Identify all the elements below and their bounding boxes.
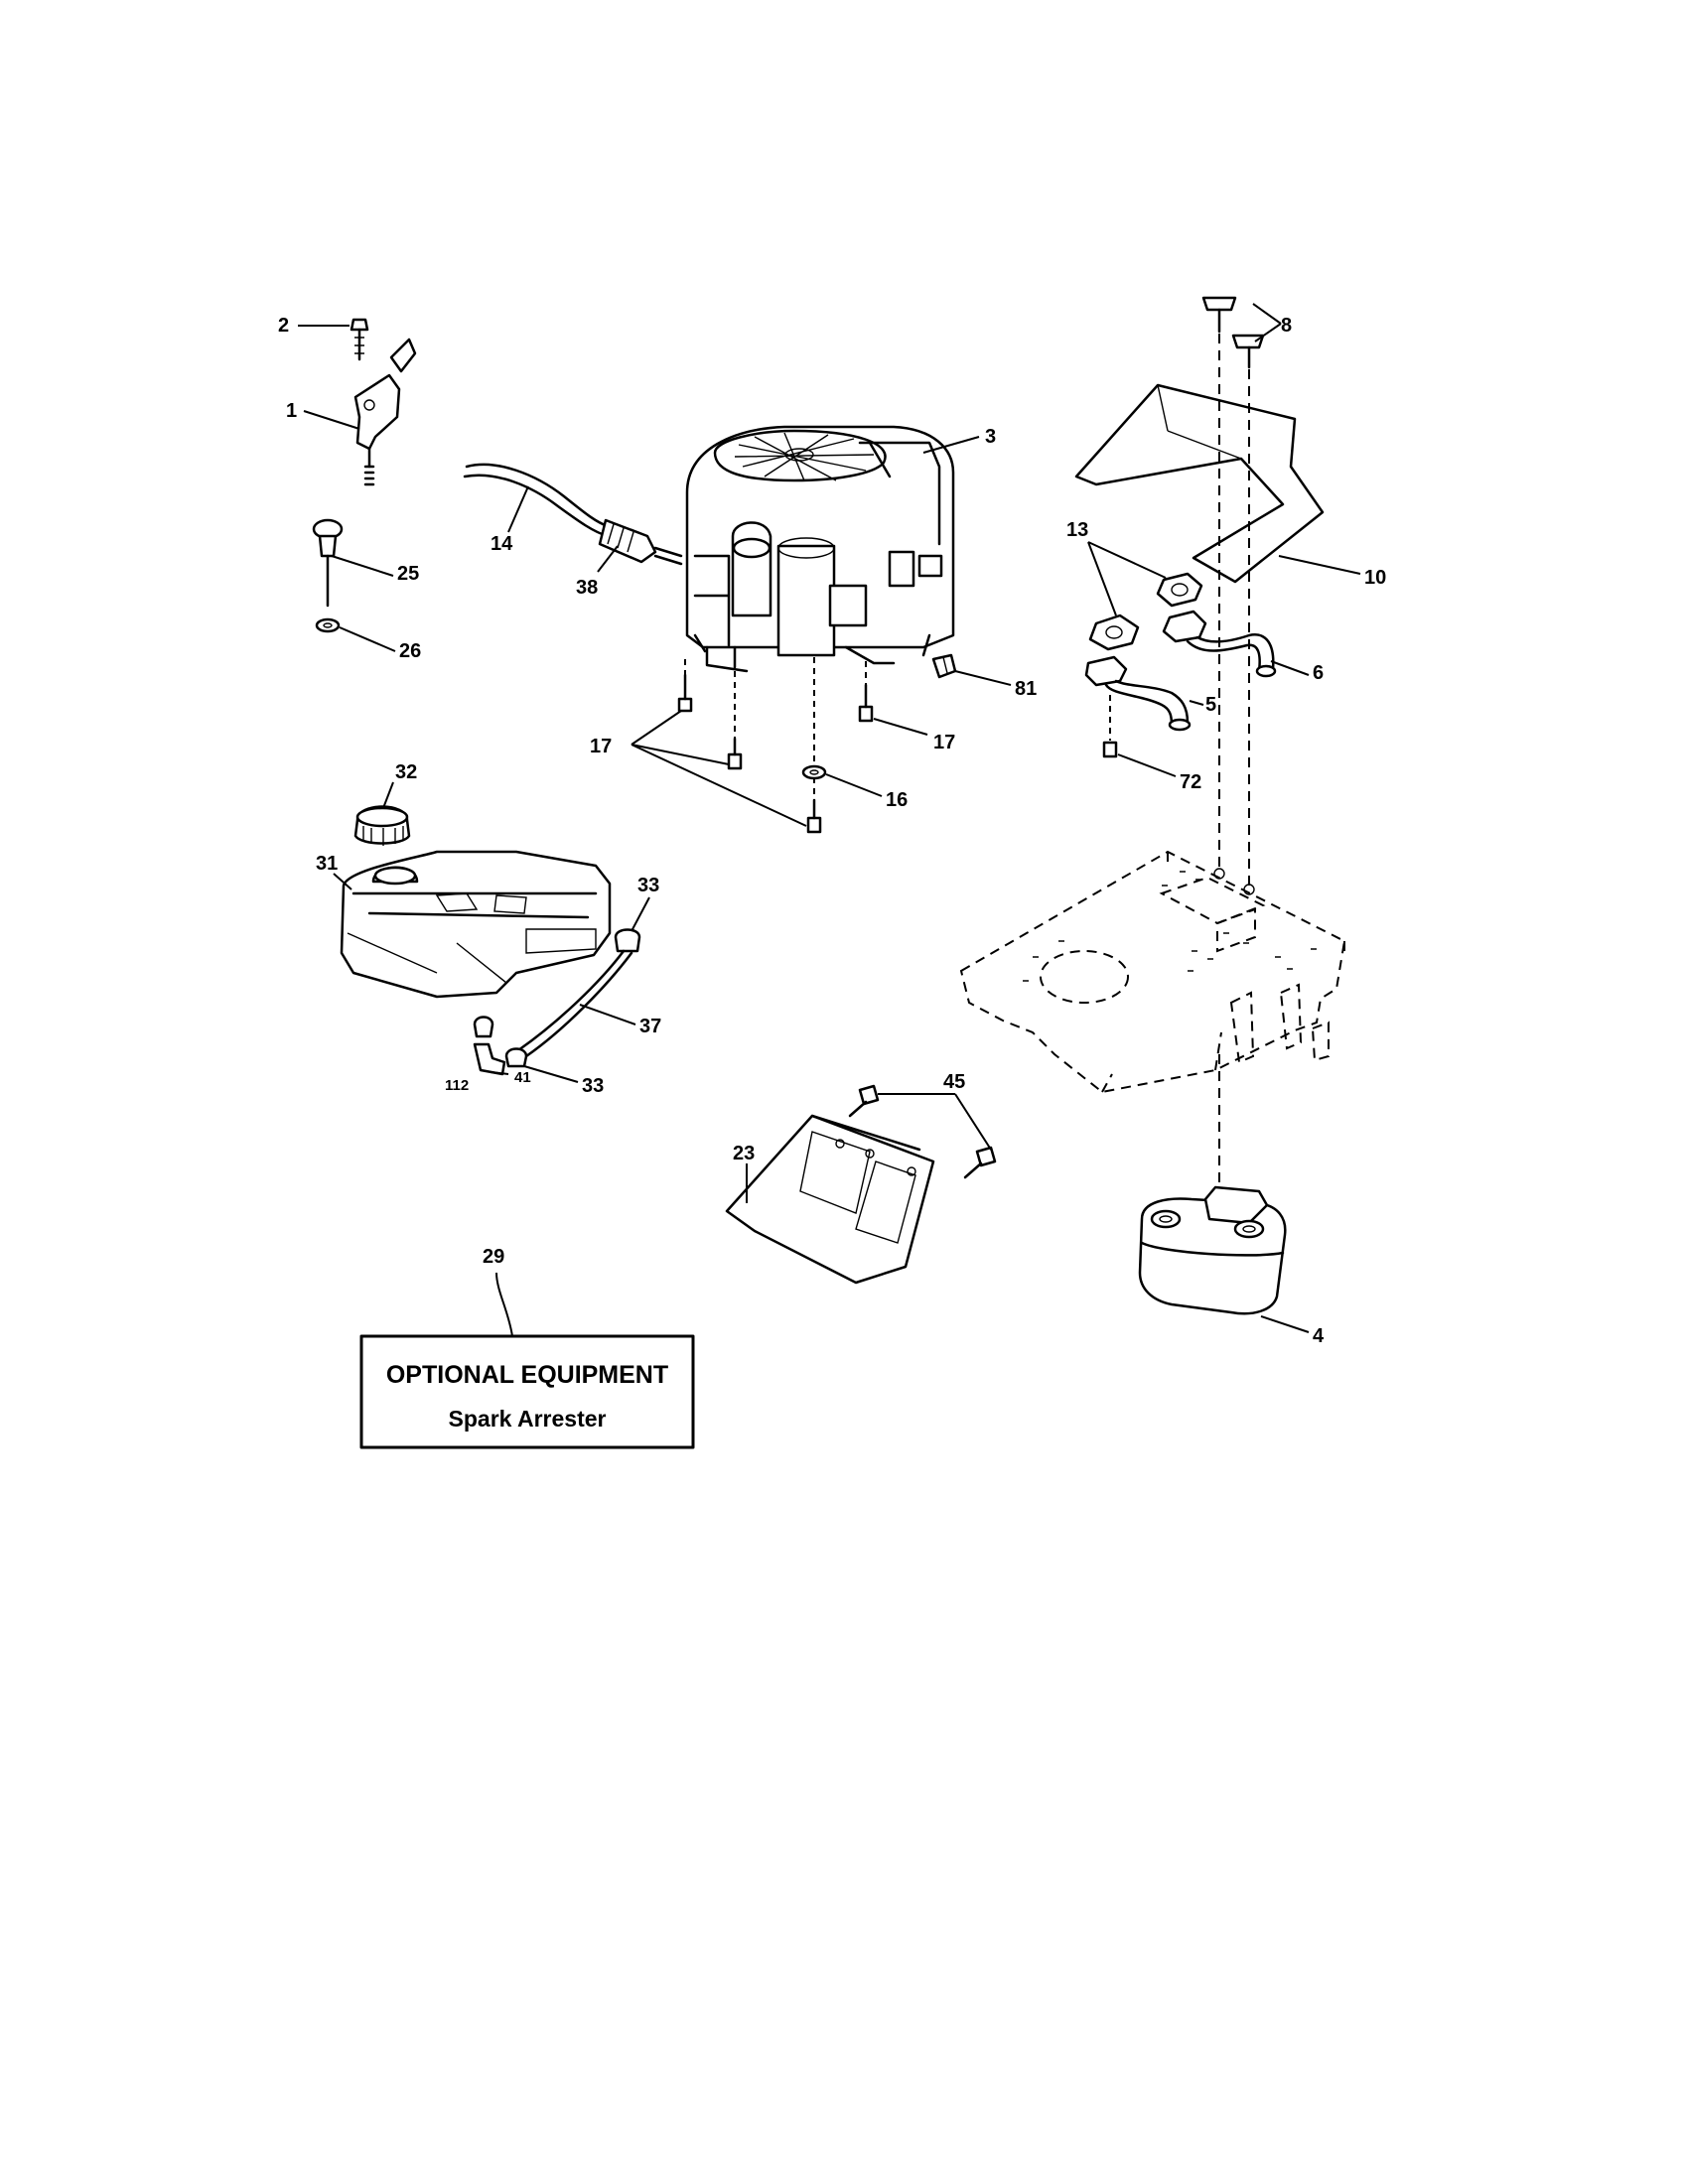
callout-16: 16 xyxy=(886,789,908,811)
leader-5 xyxy=(1189,700,1204,706)
leader-38 xyxy=(597,545,619,573)
gaskets-13 xyxy=(1088,572,1203,651)
callout-31: 31 xyxy=(316,853,338,875)
leader-6 xyxy=(1270,660,1310,676)
engine-bolts-17 xyxy=(677,657,874,834)
callout-17-right: 17 xyxy=(933,732,955,753)
callout-72: 72 xyxy=(1180,771,1201,793)
exhaust-pipe-6 xyxy=(1162,610,1277,678)
leader-10 xyxy=(1278,555,1361,575)
clamp-33-upper xyxy=(614,928,641,953)
leader-33-upper xyxy=(631,896,650,932)
washer-16 xyxy=(801,764,827,780)
callout-112: 112 xyxy=(445,1077,469,1094)
callout-8: 8 xyxy=(1281,315,1292,337)
clamp-33-lower xyxy=(504,1047,528,1068)
callout-37: 37 xyxy=(639,1016,661,1037)
leader-16 xyxy=(825,773,883,797)
fuel-cap-32 xyxy=(353,805,411,846)
callout-4: 4 xyxy=(1313,1325,1325,1347)
leader-41 xyxy=(490,1071,509,1075)
bolts-8 xyxy=(1201,296,1265,369)
leader-26 xyxy=(339,626,396,652)
dipstick-25 xyxy=(312,518,344,608)
exhaust-pipe-5 xyxy=(1084,655,1192,732)
leader-1 xyxy=(303,410,360,430)
fuel-line-14 xyxy=(463,463,610,538)
callout-33-upper: 33 xyxy=(637,875,659,896)
bolt-81 xyxy=(931,653,957,679)
fitting-112 xyxy=(473,1016,494,1038)
leader-81 xyxy=(954,670,1012,686)
leader-29 xyxy=(495,1272,513,1337)
callout-14: 14 xyxy=(491,533,513,555)
leader-13 xyxy=(1087,541,1167,616)
leader-4 xyxy=(1260,1315,1310,1333)
optional-equipment-box: OPTIONAL EQUIPMENT Spark Arrester xyxy=(359,1334,695,1449)
spark-arrester-label: Spark Arrester xyxy=(449,1406,607,1432)
callout-3: 3 xyxy=(985,426,996,448)
leader-3 xyxy=(922,436,980,454)
heat-shield-10 xyxy=(1074,383,1325,584)
callout-5: 5 xyxy=(1205,694,1216,716)
throttle-control-bracket xyxy=(353,338,417,486)
engine-3 xyxy=(685,425,955,673)
elbow-41 xyxy=(473,1042,506,1076)
washer-26 xyxy=(315,617,341,633)
screw-72 xyxy=(1102,695,1118,758)
leader-8 xyxy=(1252,303,1282,342)
callout-1: 1 xyxy=(286,400,297,422)
leader-17-left xyxy=(631,710,807,827)
callout-38: 38 xyxy=(576,577,598,599)
bolts-45 xyxy=(848,1084,997,1179)
callout-41: 41 xyxy=(514,1069,531,1086)
callout-17-left: 17 xyxy=(590,736,612,757)
leader-33-lower xyxy=(523,1065,579,1083)
callout-26: 26 xyxy=(399,640,421,662)
leader-31 xyxy=(333,873,352,890)
callout-81: 81 xyxy=(1015,678,1037,700)
optional-equipment-title: OPTIONAL EQUIPMENT xyxy=(386,1361,668,1389)
callout-10: 10 xyxy=(1364,567,1386,589)
screw-2 xyxy=(350,318,369,361)
fuel-tank-31 xyxy=(340,850,612,999)
callout-6: 6 xyxy=(1313,662,1324,684)
shield-plate-23 xyxy=(725,1114,935,1285)
callout-2: 2 xyxy=(278,315,289,337)
leader-32 xyxy=(382,781,394,809)
chassis-outline xyxy=(959,850,1346,1094)
callout-33-lower: 33 xyxy=(582,1075,604,1097)
callout-45: 45 xyxy=(943,1071,965,1093)
fuel-filter-38 xyxy=(598,518,683,566)
leader-72 xyxy=(1117,753,1177,777)
muffler-4 xyxy=(1138,1185,1287,1315)
callout-29: 29 xyxy=(483,1246,504,1268)
leader-25 xyxy=(331,555,394,577)
callout-32: 32 xyxy=(395,761,417,783)
callout-25: 25 xyxy=(397,563,419,585)
callout-23: 23 xyxy=(733,1143,755,1164)
leader-45 xyxy=(878,1093,992,1151)
leader-37 xyxy=(579,1004,636,1025)
leader-17-right xyxy=(873,718,928,736)
callout-13: 13 xyxy=(1066,519,1088,541)
leader-14 xyxy=(507,485,529,533)
